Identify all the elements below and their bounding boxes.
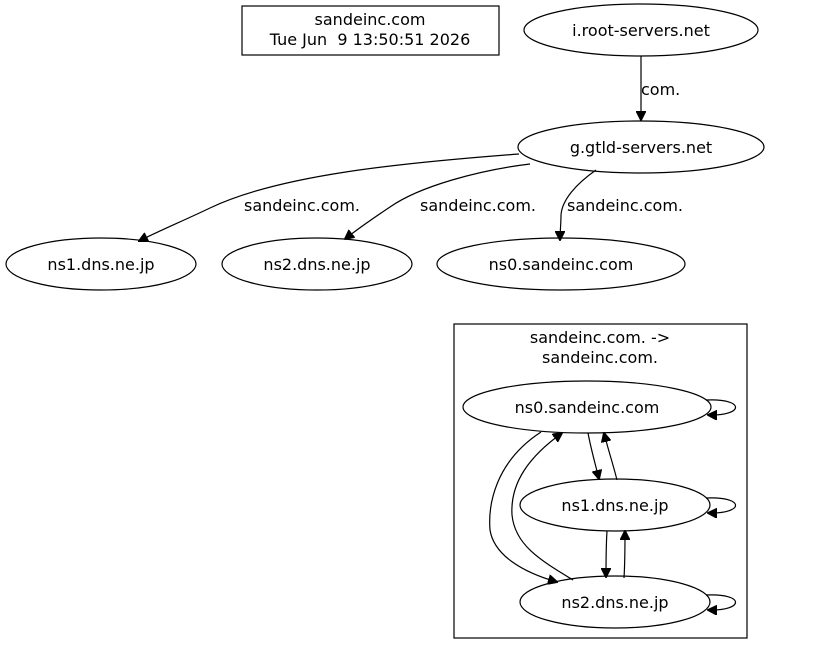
cluster-node-ns2[interactable]: ns2.dns.ne.jp [519,575,711,629]
cluster-node-ns1[interactable]: ns1.dns.ne.jp [519,478,711,532]
node-ns1-label: ns1.dns.ne.jp [47,255,154,274]
edge-ns1-ns2 [606,530,607,577]
node-ns0-label: ns0.sandeinc.com [489,255,634,274]
node-root-label: i.root-servers.net [572,21,710,40]
cluster-node-ns1-label: ns1.dns.ne.jp [561,496,668,515]
cluster-title-line1: sandeinc.com. -> [530,328,670,347]
edge-gtld-ns1 [139,153,520,241]
node-ns2[interactable]: ns2.dns.ne.jp [221,237,413,291]
node-gtld-label: g.gtld-servers.net [570,138,712,157]
cluster-node-ns0-label: ns0.sandeinc.com [515,398,660,417]
edge-label-gtld-ns2: sandeinc.com. [420,196,536,215]
edge-label-root-gtld: com. [641,80,680,99]
edge-ns1-ns0 [604,433,618,481]
node-root[interactable]: i.root-servers.net [523,3,759,57]
edge-label-gtld-ns1: sandeinc.com. [244,196,360,215]
cluster-box: sandeinc.com. -> sandeinc.com. [453,323,748,639]
edge-gtld-ns2 [345,163,531,239]
header-domain: sandeinc.com [315,10,426,29]
edge-gtld-ns0 [560,169,597,240]
cluster-node-ns2-label: ns2.dns.ne.jp [561,593,668,612]
edge-ns2-ns0 [511,433,574,581]
header-box: sandeinc.com Tue Jun 9 13:50:51 2026 [241,5,500,56]
edge-ns0-ns2 [489,431,557,582]
edge-ns2-self-loop [705,594,737,610]
edge-ns0-self-loop [705,399,737,415]
cluster-node-ns0[interactable]: ns0.sandeinc.com [462,380,712,434]
edge-ns0-ns1 [587,432,599,479]
edge-label-gtld-ns0: sandeinc.com. [567,196,683,215]
edge-ns1-self-loop [705,497,737,513]
node-ns0[interactable]: ns0.sandeinc.com [436,237,686,291]
node-gtld[interactable]: g.gtld-servers.net [517,120,765,174]
node-ns1[interactable]: ns1.dns.ne.jp [5,237,197,291]
header-timestamp: Tue Jun 9 13:50:51 2026 [269,30,471,49]
edge-ns2-ns1 [624,531,625,579]
node-ns2-label: ns2.dns.ne.jp [263,255,370,274]
cluster-title-line2: sandeinc.com. [542,348,658,367]
